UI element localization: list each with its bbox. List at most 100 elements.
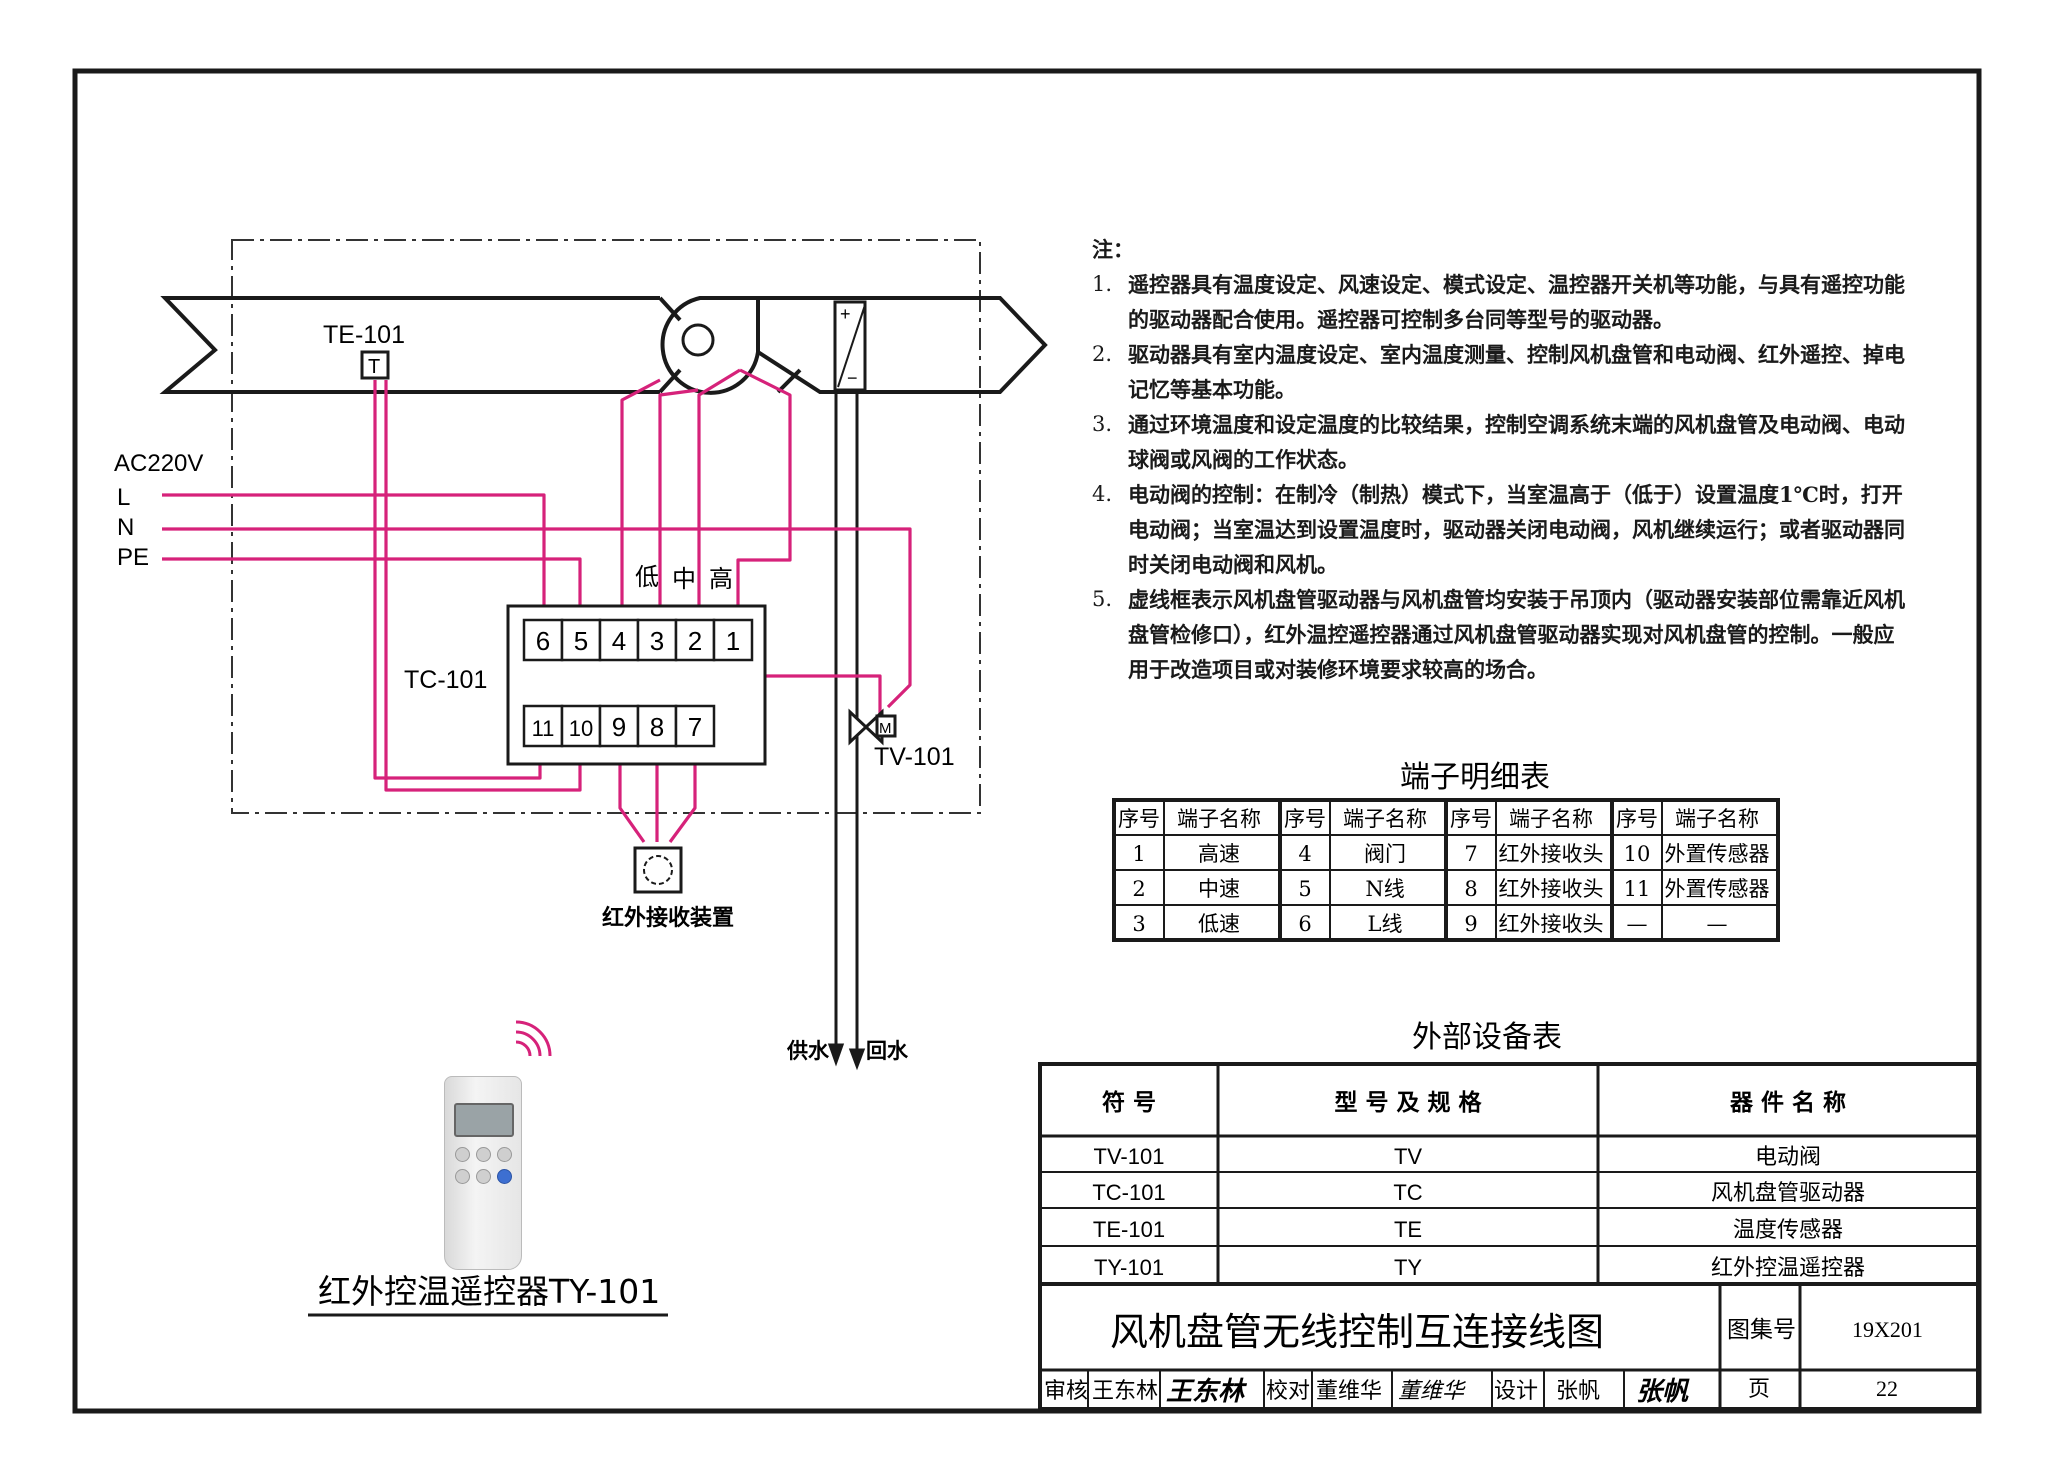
table-header-cell: 符 号 — [1102, 1089, 1156, 1116]
signature-dividers — [1087, 1370, 1625, 1409]
reviewer-name: 王东林 — [1092, 1379, 1158, 1404]
table-cell: 1 — [1132, 842, 1145, 866]
remote-power-button — [497, 1169, 512, 1184]
table-cell: 高速 — [1198, 842, 1240, 866]
signature-row: 审核 王东林 王东林 校对 董维华 董维华 设计 张帆 张帆 — [1044, 1377, 1690, 1407]
table-cell: 9 — [1464, 912, 1477, 936]
note-item: 3. 通过环境温度和设定温度的比较结果，控制空调系统末端的风机盘管及电动阀、电动球… — [1092, 407, 1912, 477]
table-cell: N线 — [1365, 877, 1404, 901]
return-water-label: 回水 — [866, 1038, 909, 1063]
terminal-number: 11 — [532, 716, 555, 741]
note-item: 4. 电动阀的控制：在制冷（制热）模式下，当室温高于（低于）设置温度1℃时，打开电… — [1092, 477, 1912, 582]
note-item: 2. 驱动器具有室内温度设定、室内温度测量、控制风机盘管和电动阀、红外遥控、掉电记… — [1092, 337, 1912, 407]
terminal-cell — [674, 704, 716, 748]
speed-label-high: 高 — [709, 565, 733, 593]
temp-sensor-symbol: T — [368, 356, 380, 378]
table-cell: 11 — [1624, 877, 1651, 901]
note-number: 1. — [1092, 272, 1113, 296]
terminal-cell — [598, 618, 640, 662]
table-cell: 电动阀 — [1755, 1145, 1821, 1170]
terminal-cell — [674, 618, 716, 662]
terminal-cell — [636, 704, 678, 748]
atlas-number: 19X201 — [1852, 1317, 1923, 1342]
speed-label-low: 低 — [635, 563, 659, 591]
terminal-number: 2 — [688, 626, 702, 656]
terminal-number: 5 — [574, 626, 588, 656]
remote-screen — [454, 1103, 514, 1137]
table-header-cell: 端子名称 — [1343, 807, 1427, 831]
table-cell: 外置传感器 — [1665, 842, 1770, 866]
note-text: 驱动器具有室内温度设定、室内温度测量、控制风机盘管和电动阀、红外遥控、掉电记忆等… — [1128, 342, 1905, 402]
wireless-signal-icon — [515, 1020, 552, 1057]
reviewer-signature: 王东林 — [1166, 1377, 1248, 1407]
designer-name: 张帆 — [1556, 1379, 1600, 1404]
notes-block: 注： 1.遥控器具有温度设定、风速设定、模式设定、温控器开关机等功能，与具有遥控… — [1092, 232, 1912, 687]
power-line-L: L — [117, 484, 130, 511]
remote-button — [476, 1147, 491, 1162]
remote-button — [455, 1147, 470, 1162]
supply-water-label: 供水 — [786, 1038, 830, 1063]
table-header-cell: 序号 — [1118, 807, 1160, 831]
remote-button — [476, 1169, 491, 1184]
power-line-PE: PE — [117, 544, 149, 571]
table-cell: 3 — [1132, 912, 1145, 936]
table-cell: TY — [1394, 1255, 1422, 1280]
terminal-number: 9 — [612, 712, 626, 742]
table-header-cell: 端子名称 — [1177, 807, 1261, 831]
sheet-border — [72, 68, 1982, 1414]
table-cell: — — [1627, 912, 1648, 936]
terminal-number: 10 — [569, 716, 593, 741]
ir-receiver-icon — [643, 855, 673, 885]
temp-sensor-label: TE-101 — [323, 321, 405, 349]
table-cell: — — [1707, 912, 1728, 936]
terminal-cell — [522, 704, 564, 748]
atlas-label: 图集号 — [1727, 1317, 1796, 1343]
power-label: AC220V — [114, 450, 203, 477]
table-cell: 风机盘管驱动器 — [1711, 1181, 1865, 1206]
table-cell: TC-101 — [1092, 1180, 1165, 1205]
table-cell: 红外接收头 — [1499, 912, 1604, 936]
remote-button — [455, 1169, 470, 1184]
fan-icon — [660, 296, 760, 395]
note-text: 电动阀的控制：在制冷（制热）模式下，当室温高于（低于）设置温度1℃时，打开电动阀… — [1128, 482, 1905, 577]
terminal-number: 8 — [650, 712, 664, 742]
terminal-number: 7 — [688, 712, 702, 742]
terminal-cell — [636, 618, 678, 662]
table-header-cell: 型 号 及 规 格 — [1334, 1089, 1482, 1116]
table-cell: 红外接收头 — [1499, 842, 1604, 866]
review-label: 审核 — [1044, 1379, 1088, 1404]
temp-sensor-box — [360, 350, 390, 380]
control-wires — [162, 368, 912, 843]
table-cell: 外置传感器 — [1665, 877, 1770, 901]
table-header-cell: 序号 — [1450, 807, 1492, 831]
terminal-cell — [712, 618, 754, 662]
note-text: 遥控器具有温度设定、风速设定、模式设定、温控器开关机等功能，与具有遥控功能的驱动… — [1128, 272, 1905, 332]
page-label: 页 — [1748, 1377, 1770, 1402]
check-label: 校对 — [1266, 1379, 1310, 1404]
table-cell: 8 — [1464, 877, 1477, 901]
note-number: 3. — [1092, 412, 1113, 436]
valve-motor-symbol: M — [879, 720, 892, 737]
table-header-cell: 序号 — [1284, 807, 1326, 831]
controller-label: TC-101 — [404, 666, 487, 694]
table-cell: 2 — [1132, 877, 1145, 901]
table-cell: TC — [1393, 1180, 1422, 1205]
table-cell: TV-101 — [1094, 1144, 1165, 1169]
note-text: 通过环境温度和设定温度的比较结果，控制空调系统末端的风机盘管及电动阀、电动球阀或… — [1128, 412, 1905, 472]
note-number: 2. — [1092, 342, 1113, 366]
table-cell: 中速 — [1198, 877, 1240, 901]
table-header-cell: 端子名称 — [1675, 807, 1759, 831]
table-cell: 红外控温遥控器 — [1711, 1256, 1865, 1281]
title-block — [1038, 1282, 1980, 1411]
equipment-table-title: 外部设备表 — [1412, 1020, 1562, 1055]
designer-signature: 张帆 — [1636, 1377, 1690, 1407]
table-cell: TE — [1394, 1217, 1422, 1242]
table-cell: TV — [1394, 1144, 1422, 1169]
note-number: 4. — [1092, 482, 1113, 506]
table-cell: 5 — [1298, 877, 1311, 901]
